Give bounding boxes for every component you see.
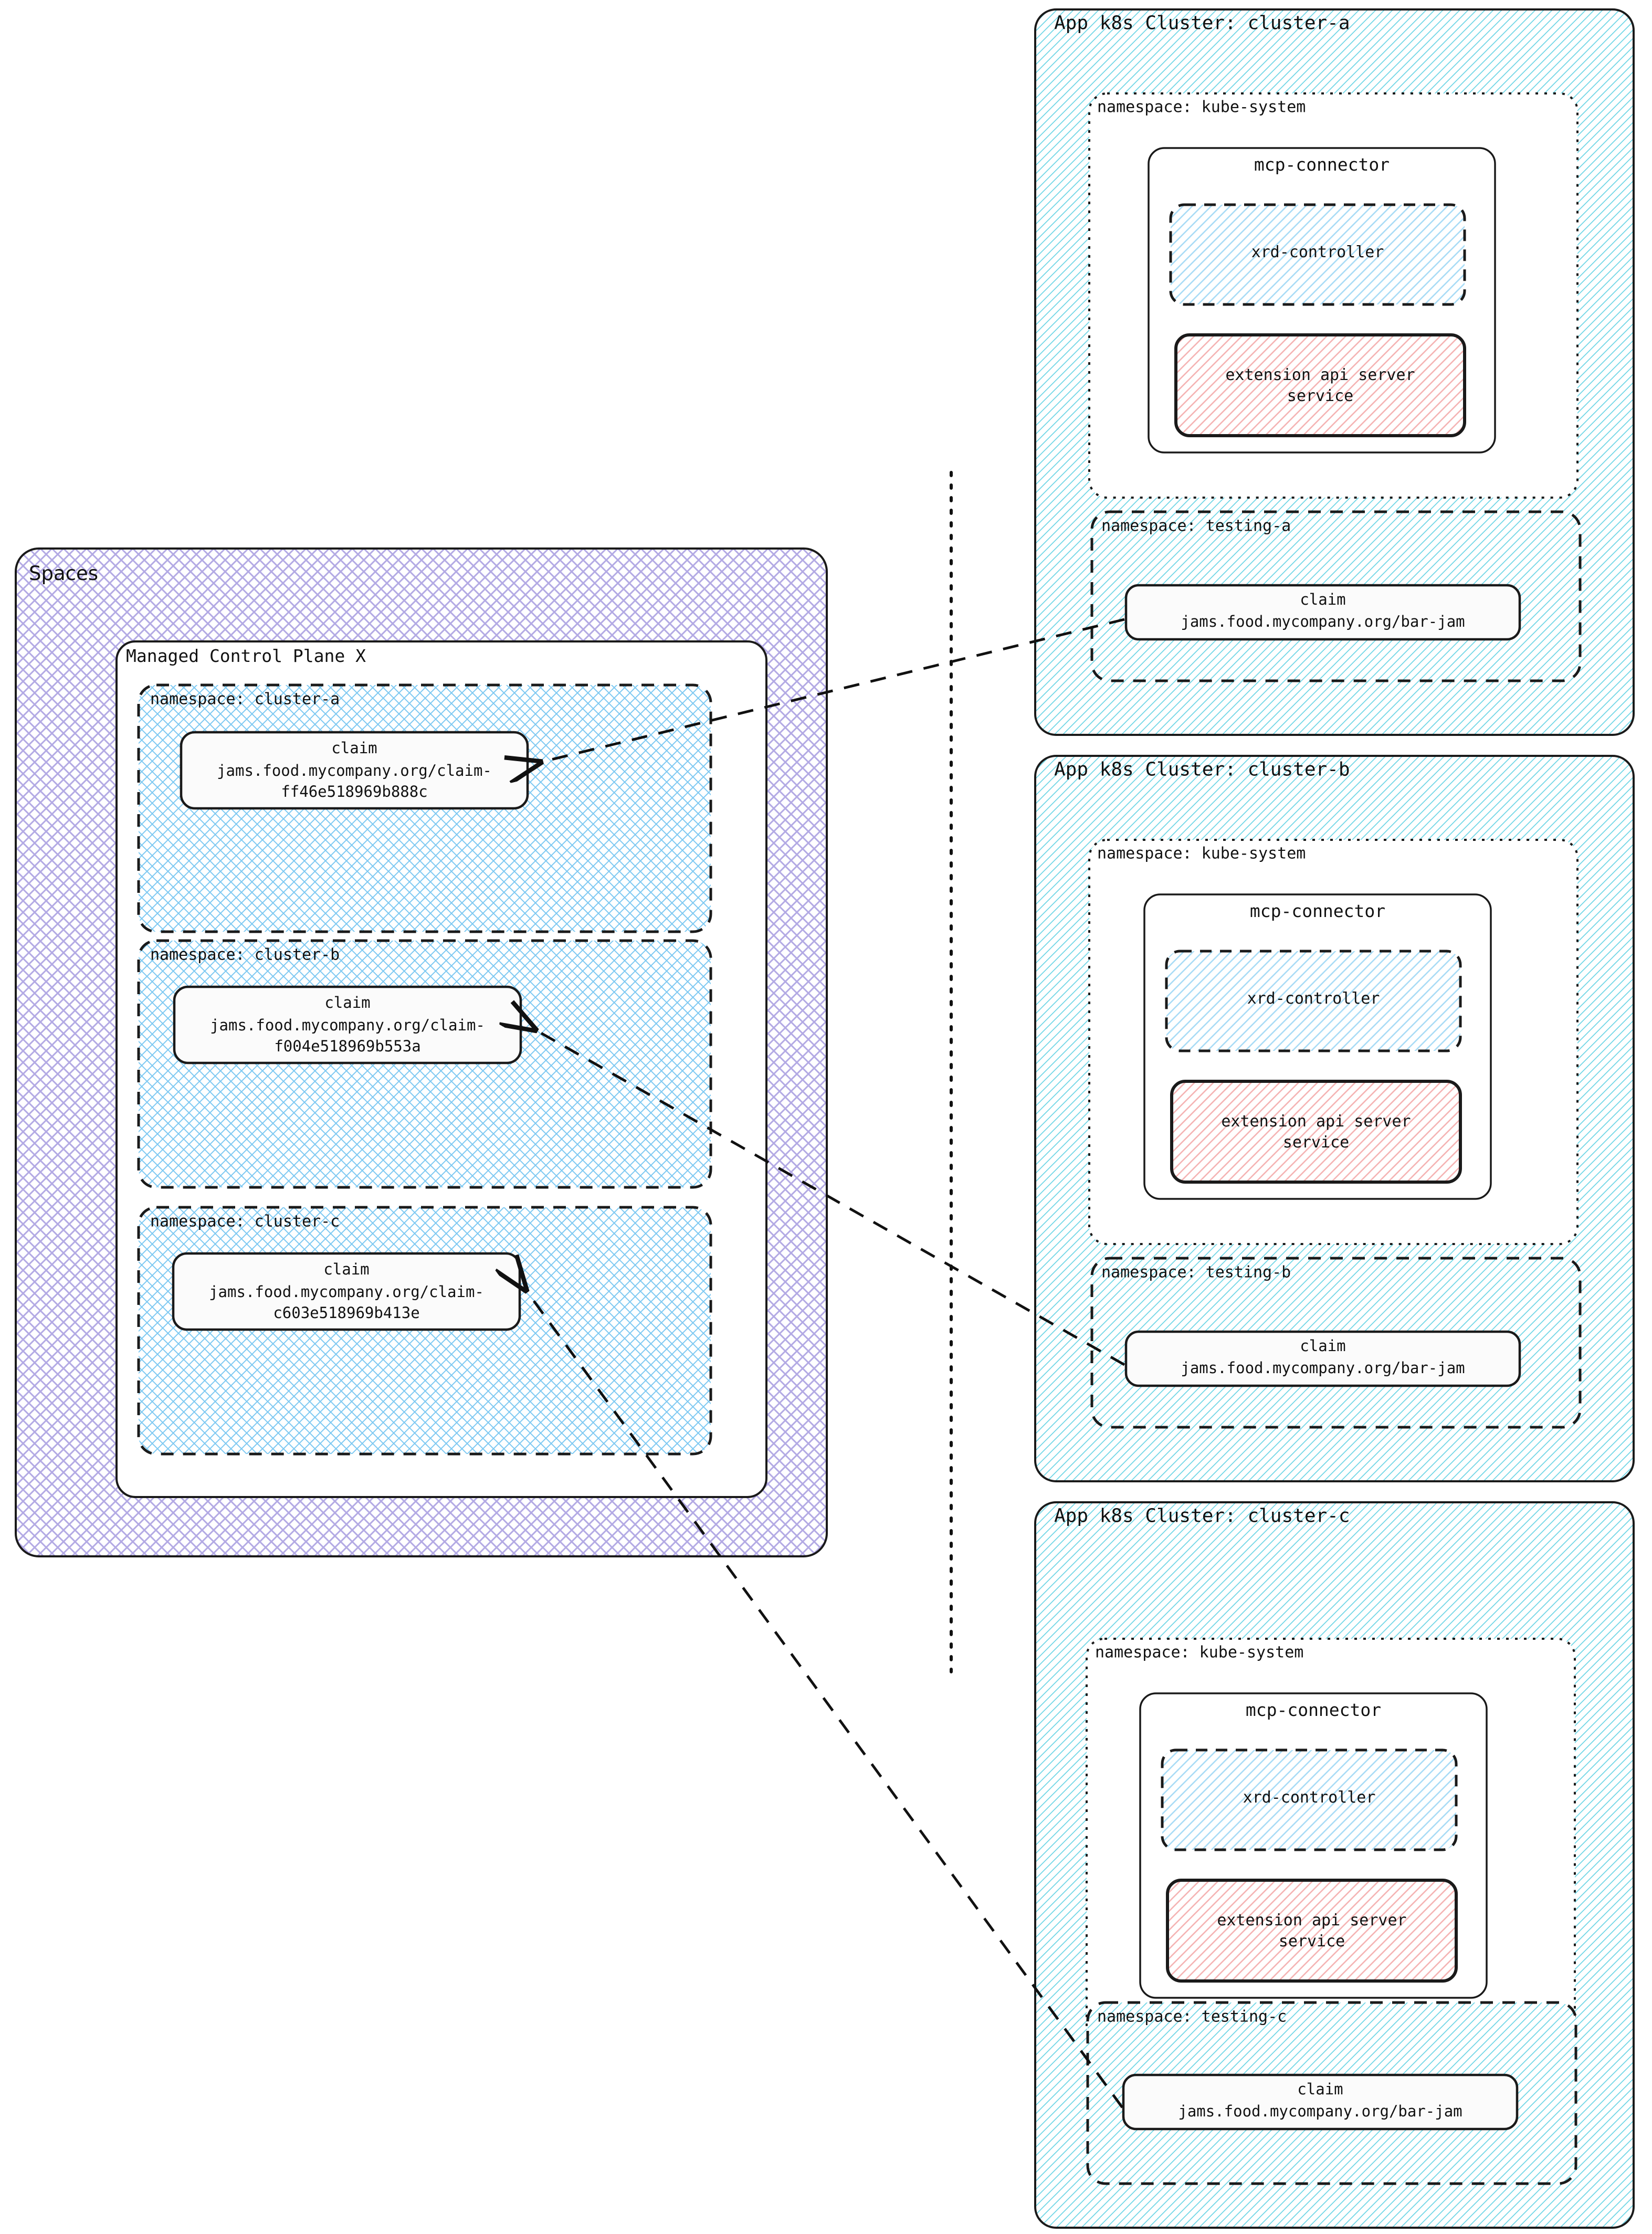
connector-label: mcp-connector — [1250, 901, 1385, 921]
kube-system-namespace: namespace: kube-system mcp-connector xrd… — [1088, 839, 1579, 1245]
extension-api-server-box[interactable] — [1174, 333, 1466, 437]
xrd-controller-label: xrd-controller — [1243, 1788, 1376, 1807]
arrow-testing-c-to-claim-c — [526, 1290, 1124, 2109]
namespace-label: namespace: kube-system — [1097, 845, 1306, 863]
spaces-label: Spaces — [29, 562, 98, 585]
connector-label: mcp-connector — [1254, 154, 1390, 175]
claim-box-outline[interactable] — [1124, 1330, 1521, 1387]
xrd-controller-box[interactable] — [1161, 1748, 1458, 1851]
cluster-title: App k8s Cluster: cluster-c — [1054, 1505, 1350, 1527]
claim-name: jams.food.mycompany.org/bar-jam — [1181, 1359, 1465, 1377]
cluster-title: App k8s Cluster: cluster-a — [1054, 13, 1350, 34]
extension-api-server-line1: extension api server — [1225, 366, 1415, 384]
claim-box-outline[interactable] — [1124, 584, 1521, 641]
extension-api-server-line2: service — [1287, 387, 1353, 405]
claim-name-line2: c603e518969b413e — [273, 1304, 419, 1322]
arrow-testing-a-to-claim-a — [541, 618, 1125, 762]
mcp-namespace-cluster-a: namespace: cluster-a claim jams.food.myc… — [137, 683, 712, 933]
mcp-connector: mcp-connector xrd-controller extension a… — [1143, 893, 1492, 1200]
claim-box-testing-c[interactable]: claim jams.food.mycompany.org/bar-jam — [1122, 2073, 1519, 2131]
namespace-label: namespace: testing-c — [1097, 2008, 1287, 2026]
xrd-controller-box[interactable] — [1165, 950, 1462, 1052]
extension-api-server-box[interactable] — [1170, 1080, 1462, 1184]
claim-name-line2: ff46e518969b888c — [281, 783, 427, 800]
claim-kind: claim — [323, 1260, 369, 1278]
app-cluster-c: App k8s Cluster: cluster-c namespace: ku… — [1034, 1501, 1635, 2229]
claim-box-cluster-b[interactable]: claim jams.food.mycompany.org/claim- f00… — [173, 985, 522, 1065]
claim-kind: claim — [1297, 2080, 1343, 2098]
extension-api-server-line2: service — [1279, 1932, 1345, 1951]
mcp-namespace-cluster-b: namespace: cluster-b claim jams.food.myc… — [137, 939, 712, 1189]
claim-kind: claim — [331, 739, 377, 757]
claim-box-testing-a[interactable]: claim jams.food.mycompany.org/bar-jam — [1124, 584, 1521, 641]
claim-kind: claim — [1300, 591, 1345, 608]
claim-kind: claim — [324, 994, 370, 1011]
namespace-label: namespace: kube-system — [1097, 98, 1306, 117]
control-plane-label: Managed Control Plane X — [126, 646, 366, 666]
extension-api-server-line2: service — [1283, 1133, 1349, 1152]
connection-arrows — [526, 618, 1125, 2109]
arrow-testing-b-to-claim-b — [535, 1030, 1125, 1366]
claim-name-line1: jams.food.mycompany.org/claim- — [209, 1283, 484, 1301]
claim-box-testing-b[interactable]: claim jams.food.mycompany.org/bar-jam — [1124, 1330, 1521, 1387]
cluster-title: App k8s Cluster: cluster-b — [1054, 759, 1350, 781]
mcp-connector: mcp-connector xrd-controller extension a… — [1139, 1692, 1488, 1999]
xrd-controller-box[interactable] — [1169, 203, 1466, 306]
xrd-controller-label: xrd-controller — [1247, 989, 1380, 1008]
testing-namespace-b: namespace: testing-b claim jams.food.myc… — [1090, 1257, 1582, 1429]
app-cluster-a: App k8s Cluster: cluster-a namespace: ku… — [1034, 8, 1635, 736]
claim-kind: claim — [1300, 1337, 1345, 1355]
claim-name-line1: jams.food.mycompany.org/claim- — [210, 1016, 485, 1034]
managed-control-plane: Managed Control Plane X namespace: clust… — [115, 640, 767, 1498]
mcp-connector: mcp-connector xrd-controller extension a… — [1148, 147, 1496, 454]
claim-box-cluster-a[interactable]: claim jams.food.mycompany.org/claim- ff4… — [180, 731, 529, 810]
extension-api-server-box[interactable] — [1166, 1879, 1458, 1983]
namespace-label: namespace: testing-b — [1101, 1263, 1291, 1282]
mcp-namespace-cluster-c: namespace: cluster-c claim jams.food.myc… — [137, 1206, 712, 1456]
connector-label: mcp-connector — [1246, 1700, 1381, 1720]
namespace-label: namespace: kube-system — [1095, 1643, 1303, 1662]
kube-system-namespace: namespace: kube-system mcp-connector xrd… — [1088, 92, 1579, 499]
namespace-label: namespace: cluster-a — [150, 690, 340, 709]
claim-box-cluster-c[interactable]: claim jams.food.mycompany.org/claim- c60… — [172, 1252, 521, 1331]
extension-api-server-line1: extension api server — [1221, 1112, 1411, 1131]
app-cluster-b: App k8s Cluster: cluster-b namespace: ku… — [1034, 755, 1635, 1482]
namespace-label: namespace: cluster-b — [150, 946, 340, 964]
claim-name-line2: f004e518969b553a — [274, 1037, 420, 1055]
kube-system-namespace: namespace: kube-system mcp-connector xrd… — [1086, 1638, 1576, 2044]
testing-namespace-c: namespace: testing-c claim jams.food.myc… — [1086, 2001, 1577, 2185]
namespace-label: namespace: testing-a — [1101, 517, 1291, 535]
claim-name: jams.food.mycompany.org/bar-jam — [1178, 2102, 1462, 2120]
xrd-controller-label: xrd-controller — [1251, 243, 1384, 261]
namespace-label: namespace: cluster-c — [150, 1213, 340, 1231]
extension-api-server-line1: extension api server — [1217, 1911, 1406, 1930]
spaces-panel: Spaces Managed Control Plane X namespace… — [15, 547, 828, 1557]
claim-box-outline[interactable] — [1122, 2073, 1519, 2131]
claim-name: jams.food.mycompany.org/bar-jam — [1181, 613, 1465, 630]
claim-name-line1: jams.food.mycompany.org/claim- — [217, 762, 492, 779]
testing-namespace-a: namespace: testing-a claim jams.food.myc… — [1090, 510, 1582, 682]
